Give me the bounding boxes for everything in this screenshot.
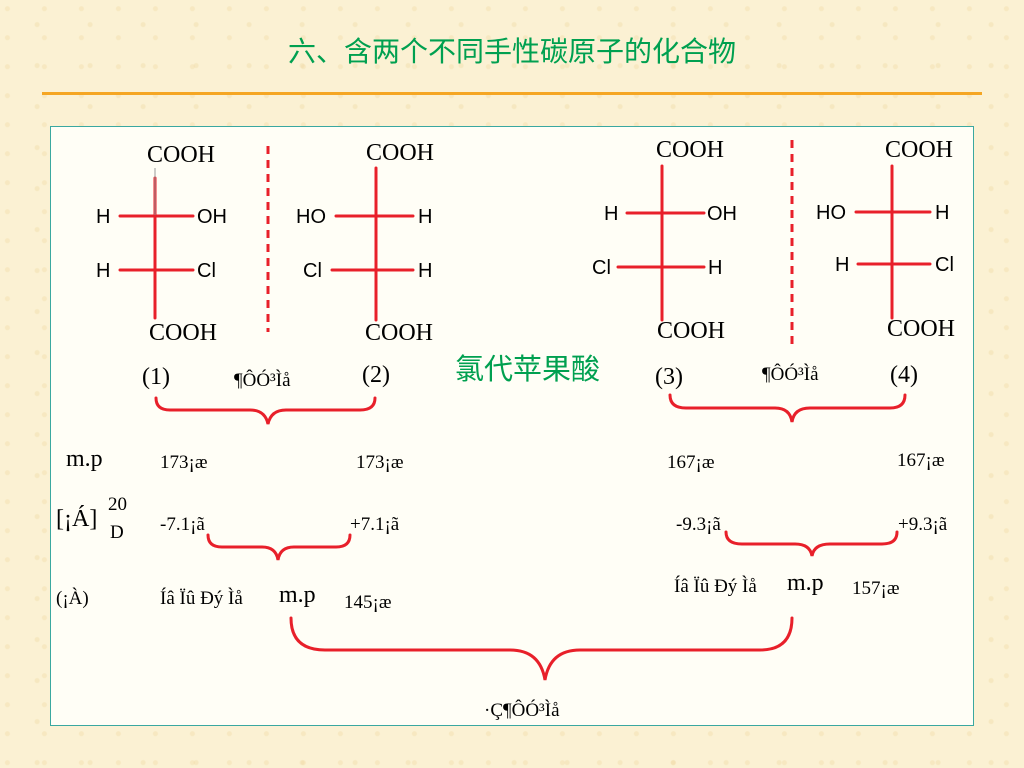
brace-3-4 <box>668 393 907 423</box>
rotation-value-3: -9.3¡ã <box>676 514 721 535</box>
fischer-1-right-2: Cl <box>197 260 216 282</box>
rotation-wavelength: D <box>110 522 124 543</box>
fischer-4-bottom-group: COOH <box>887 316 956 342</box>
fischer-3-right-1: OH <box>707 203 737 225</box>
slide-title: 六、含两个不同手性碳原子的化合物 <box>287 35 736 68</box>
fischer-1-left-1: H <box>96 206 111 228</box>
rotation-row-label: [¡Á] <box>56 506 98 532</box>
label-3: (3) <box>655 364 683 390</box>
diastereomer-caption: ·Ç¶ÔÓ³Ìå <box>484 700 560 721</box>
label-2: (2) <box>362 362 390 388</box>
fischer-1-bottom-group: COOH <box>149 320 218 346</box>
rotation-value-4: +9.3¡ã <box>898 514 948 535</box>
fischer-2-right-2: H <box>418 260 433 282</box>
fischer-1-top-group: COOH <box>147 142 216 168</box>
fischer-2-top-group: COOH <box>366 140 435 166</box>
fischer-3-left-2: Cl <box>592 257 611 279</box>
racemate-left-mp: 145¡æ <box>344 592 392 613</box>
rotation-temperature: 20 <box>108 494 127 515</box>
racemate-right-mp: 157¡æ <box>852 578 900 599</box>
fischer-2-left-1: HO <box>296 206 326 228</box>
mp-row-label: m.p <box>66 446 103 472</box>
label-1: (1) <box>142 364 170 390</box>
rotation-value-2: +7.1¡ã <box>350 514 400 535</box>
fischer-3-bottom-group: COOH <box>657 318 726 344</box>
fischer-2-bottom-group: COOH <box>365 320 434 346</box>
racemate-left-mp-label: m.p <box>279 582 316 608</box>
brace-diastereomer <box>289 616 794 681</box>
enantiomer-caption-right: ¶ÔÓ³Ìå <box>762 364 819 385</box>
fischer-4-right-2: Cl <box>935 254 954 276</box>
fischer-1-right-1: OH <box>197 206 227 228</box>
fischer-4-left-1: HO <box>816 202 846 224</box>
fischer-3-left-1: H <box>604 203 619 225</box>
fischer-4-right-1: H <box>935 202 950 224</box>
mp-value-3: 167¡æ <box>667 452 715 473</box>
brace-rotation-right <box>724 530 899 557</box>
content-panel <box>50 126 974 726</box>
racemate-right-label: Íâ Ïû Ðý Ìå <box>674 576 757 597</box>
enantiomer-caption-left: ¶ÔÓ³Ìå <box>234 370 291 391</box>
title-underline <box>42 92 982 95</box>
compound-name: 氯代苹果酸 <box>455 352 601 386</box>
brace-rotation-left <box>206 533 352 561</box>
fischer-2-right-1: H <box>418 206 433 228</box>
fischer-2-left-2: Cl <box>303 260 322 282</box>
fischer-4-left-2: H <box>835 254 850 276</box>
fischer-3-right-2: H <box>708 257 723 279</box>
fischer-1-left-2: H <box>96 260 111 282</box>
mp-value-4: 167¡æ <box>897 450 945 471</box>
mp-value-2: 173¡æ <box>356 452 404 473</box>
mp-value-1: 173¡æ <box>160 452 208 473</box>
rotation-value-1: -7.1¡ã <box>160 514 205 535</box>
label-4: (4) <box>890 362 918 388</box>
fischer-4-top-group: COOH <box>885 137 954 163</box>
fischer-3-top-group: COOH <box>656 137 725 163</box>
racemate-left-label: Íâ Ïû Ðý Ìå <box>160 588 243 609</box>
racemate-right-mp-label: m.p <box>787 570 824 596</box>
racemate-row-label: (¡À) <box>56 588 89 609</box>
brace-1-2 <box>154 396 377 425</box>
